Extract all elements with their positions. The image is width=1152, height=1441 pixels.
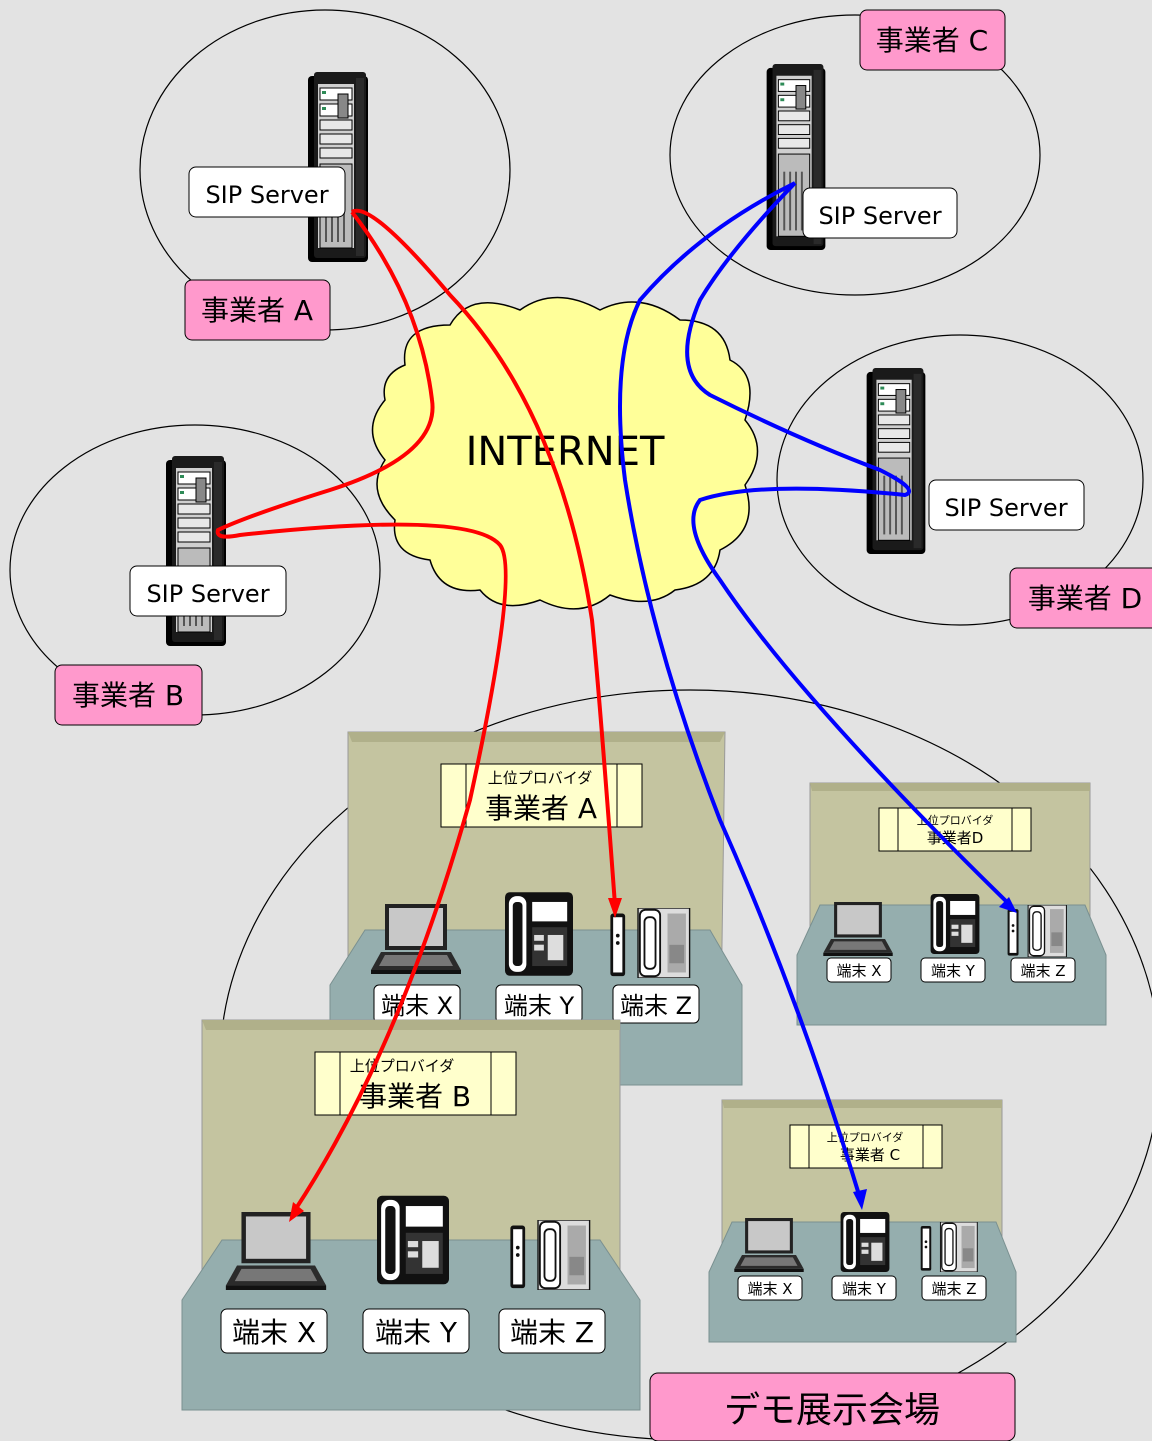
venue-label: デモ展示会場 <box>724 1390 940 1431</box>
booth-sign-line1: 上位プロバイダ <box>488 769 592 787</box>
booth-sign-line2: 事業者 C <box>840 1146 900 1164</box>
blue-routes <box>618 181 1012 1199</box>
provider-a-badge: 事業者 A <box>184 279 331 341</box>
sip-phone-adapter-icon <box>919 1222 979 1272</box>
terminal-z-label: 端末 Z <box>510 1316 594 1349</box>
route-c-to-booth-c-y <box>618 181 862 1199</box>
provider-name: 事業者 A <box>201 294 313 327</box>
provider-name: 事業者 D <box>1028 582 1142 615</box>
internet-cloud: INTERNET <box>371 296 759 610</box>
sip-phone-adapter-icon <box>609 908 691 978</box>
terminal-y-label: 端末 Y <box>931 962 976 980</box>
venue-badge: デモ展示会場 <box>649 1372 1016 1441</box>
terminal-y-label: 端末 Y <box>375 1316 458 1349</box>
terminal-x-label: 端末 X <box>232 1316 316 1349</box>
booth-d: 上位プロバイダ 事業者D 端末 X 端末 Y 端末 Z <box>796 782 1107 1026</box>
booth-sign <box>314 1051 517 1116</box>
terminal-x-label: 端末 X <box>836 962 881 980</box>
booth-sign-line2: 事業者 B <box>359 1080 471 1113</box>
booth-sign-line2: 事業者 A <box>485 792 597 825</box>
provider-name: 事業者 B <box>72 679 184 712</box>
booth-c: 上位プロバイダ 事業者 C 端末 X 端末 Y 端末 Z <box>708 1099 1017 1343</box>
terminal-z-label: 端末 Z <box>1020 962 1065 980</box>
terminal-y-label: 端末 Y <box>842 1280 887 1298</box>
terminal-x-label: 端末 X <box>747 1280 792 1298</box>
sip-server-a: SIP Server <box>188 166 346 218</box>
provider-c-zone <box>669 14 1041 296</box>
sip-server-label: SIP Server <box>146 580 269 608</box>
sip-server-label: SIP Server <box>818 202 941 230</box>
red-routes <box>215 208 617 1212</box>
booth-b: 上位プロバイダ 事業者 B 端末 X 端末 Y 端末 Z <box>181 1019 641 1411</box>
booth-sign <box>878 807 1032 852</box>
route-c-to-d <box>685 181 1012 907</box>
booth-sign-line1: 上位プロバイダ <box>350 1057 454 1075</box>
booth-sign-line1: 上位プロバイダ <box>827 1130 904 1144</box>
terminal-y-label: 端末 Y <box>504 992 575 1020</box>
sip-server-label: SIP Server <box>944 494 1067 522</box>
provider-d-badge: 事業者 D <box>1009 567 1152 629</box>
booth-sign <box>789 1124 943 1169</box>
terminal-z-label: 端末 Z <box>931 1280 976 1298</box>
sip-server-b: SIP Server <box>129 565 287 617</box>
desk-phone-icon <box>930 894 980 954</box>
provider-c-badge: 事業者 C <box>859 9 1006 71</box>
sip-server-c: SIP Server <box>802 187 958 239</box>
provider-d-zone <box>776 334 1144 626</box>
desk-phone-icon <box>377 1195 449 1285</box>
route-a-to-booth-a-z <box>350 208 617 906</box>
provider-name: 事業者 C <box>876 24 988 57</box>
blue-arrowheads <box>853 897 1017 1210</box>
booth-sign-line1: 上位プロバイダ <box>917 813 994 827</box>
red-arrowheads <box>289 898 622 1222</box>
desk-phone-icon <box>505 892 573 976</box>
server-tower-icon <box>166 456 226 646</box>
terminal-x-label: 端末 X <box>381 992 453 1020</box>
provider-b-badge: 事業者 B <box>54 664 203 726</box>
desk-phone-icon <box>840 1212 890 1272</box>
route-a-to-b <box>215 210 508 1212</box>
booth-a: 上位プロバイダ 事業者 A 端末 X 端末 Y 端末 Z <box>329 731 743 1086</box>
sip-server-label: SIP Server <box>205 181 328 209</box>
sip-phone-adapter-icon <box>509 1220 591 1290</box>
internet-label: INTERNET <box>466 429 665 475</box>
sip-server-d: SIP Server <box>928 479 1085 531</box>
terminal-z-label: 端末 Z <box>620 992 692 1020</box>
server-tower-icon <box>866 368 926 554</box>
